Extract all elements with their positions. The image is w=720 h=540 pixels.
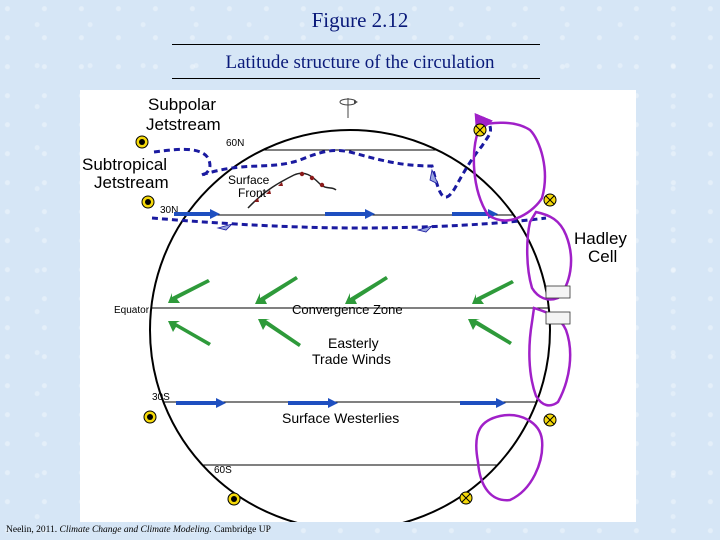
label-jetstream-2: Jetstream: [94, 173, 169, 192]
label-trade-winds: Trade Winds: [312, 351, 391, 367]
figure-title: Figure 2.12: [311, 8, 409, 32]
surface-front-line: [247, 172, 337, 209]
label-subpolar: Subpolar: [148, 95, 216, 114]
label-60n: 60N: [226, 138, 244, 149]
jet-arrow-icon: [416, 225, 434, 233]
cell-center-markers: [459, 123, 557, 505]
label-equator: Equator: [114, 305, 150, 316]
label-subtropical: Subtropical: [82, 155, 167, 174]
label-convergence-zone: Convergence Zone: [292, 302, 403, 317]
westerly-arrows-north: [174, 209, 498, 219]
trade-wind-arrows-south: [168, 319, 512, 347]
citation: Neelin, 2011. Climate Change and Climate…: [6, 525, 271, 535]
citation-publisher: Cambridge UP: [214, 525, 271, 535]
label-jetstream-1: Jetstream: [146, 115, 221, 134]
label-front: Front: [238, 186, 267, 200]
label-hadley: Hadley: [574, 229, 627, 248]
jet-arrow-icon: [429, 168, 439, 185]
diagram-svg: 60N 30N Equator 30S 60S: [82, 95, 627, 522]
subtropical-jetstream-path: [151, 216, 547, 230]
convergence-clouds: [545, 285, 571, 325]
ferrel-cell-south: [475, 413, 544, 502]
rotation-arrow-icon: [339, 98, 358, 118]
jetstream-core-markers: [135, 135, 241, 506]
label-60s: 60S: [214, 465, 232, 476]
ferrel-cell-north: [474, 123, 547, 222]
circulation-diagram: 60N 30N Equator 30S 60S: [80, 90, 636, 522]
label-surface: Surface: [228, 173, 270, 187]
subpolar-jetstream-path: [153, 125, 492, 199]
label-30n: 30N: [160, 205, 178, 216]
front-markers: [254, 171, 325, 202]
label-cell: Cell: [588, 247, 617, 266]
title-rule-bottom: [172, 78, 540, 79]
trade-wind-arrows-north: [168, 276, 514, 304]
title-rule-top: [172, 44, 540, 45]
citation-author: Neelin, 2011.: [6, 525, 58, 535]
label-surface-westerlies: Surface Westerlies: [282, 410, 399, 426]
figure-subtitle: Latitude structure of the circulation: [225, 52, 495, 73]
citation-book: Climate Change and Climate Modeling.: [59, 525, 212, 535]
globe-outline: [149, 129, 551, 522]
label-easterly: Easterly: [328, 335, 379, 351]
jet-arrow-icon: [216, 223, 234, 231]
westerly-arrows-south: [176, 398, 506, 408]
label-30s: 30S: [152, 392, 170, 403]
